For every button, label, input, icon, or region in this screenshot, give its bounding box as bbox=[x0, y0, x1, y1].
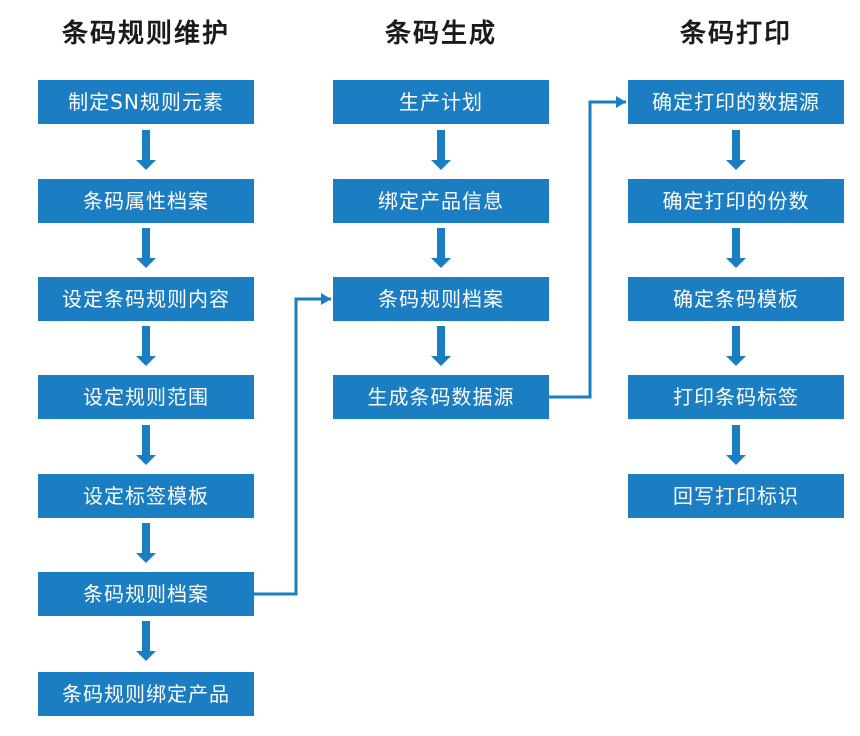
step-barcode-rule-archive: 条码规则档案 bbox=[38, 572, 254, 616]
down-arrow-col3-3 bbox=[726, 326, 746, 366]
down-arrow-col3-4 bbox=[726, 425, 746, 465]
connector-col2-to-col3-arrowhead bbox=[616, 96, 626, 108]
down-arrow-col2-1 bbox=[431, 130, 451, 170]
down-arrow-col1-1 bbox=[136, 130, 156, 170]
step-set-rule-range: 设定规则范围 bbox=[38, 375, 254, 419]
step-production-plan: 生产计划 bbox=[333, 80, 549, 124]
step-confirm-barcode-template: 确定条码模板 bbox=[628, 277, 844, 321]
step-confirm-print-datasource: 确定打印的数据源 bbox=[628, 80, 844, 124]
down-arrow-col1-2 bbox=[136, 228, 156, 268]
down-arrow-col2-2 bbox=[431, 228, 451, 268]
step-print-barcode-label: 打印条码标签 bbox=[628, 375, 844, 419]
down-arrow-col1-4 bbox=[136, 425, 156, 465]
step-barcode-rule-archive-2: 条码规则档案 bbox=[333, 277, 549, 321]
down-arrow-col1-3 bbox=[136, 326, 156, 366]
column-title-barcode-generation: 条码生成 bbox=[384, 19, 497, 49]
step-bind-rule-to-product: 条码规则绑定产品 bbox=[38, 672, 254, 716]
down-arrow-col1-5 bbox=[136, 523, 156, 563]
connector-col1-to-col2-line bbox=[254, 297, 331, 596]
connector-col1-to-col2-arrowhead bbox=[321, 293, 331, 305]
down-arrow-col3-1 bbox=[726, 130, 746, 170]
column-title-barcode-rule-maintenance: 条码规则维护 bbox=[61, 19, 230, 49]
down-arrow-col3-2 bbox=[726, 228, 746, 268]
step-define-sn-rule-elements: 制定SN规则元素 bbox=[38, 80, 254, 124]
step-write-back-print-flag: 回写打印标识 bbox=[628, 474, 844, 518]
step-confirm-print-copies: 确定打印的份数 bbox=[628, 179, 844, 223]
step-generate-barcode-datasource: 生成条码数据源 bbox=[333, 375, 549, 419]
step-bind-product-info: 绑定产品信息 bbox=[333, 179, 549, 223]
down-arrow-col1-6 bbox=[136, 621, 156, 661]
step-barcode-attribute-archive: 条码属性档案 bbox=[38, 179, 254, 223]
connector-col2-to-col3-line bbox=[549, 100, 626, 399]
down-arrow-col2-3 bbox=[431, 326, 451, 366]
step-set-label-template: 设定标签模板 bbox=[38, 474, 254, 518]
step-set-barcode-rule-content: 设定条码规则内容 bbox=[38, 277, 254, 321]
column-title-barcode-printing: 条码打印 bbox=[679, 19, 792, 49]
